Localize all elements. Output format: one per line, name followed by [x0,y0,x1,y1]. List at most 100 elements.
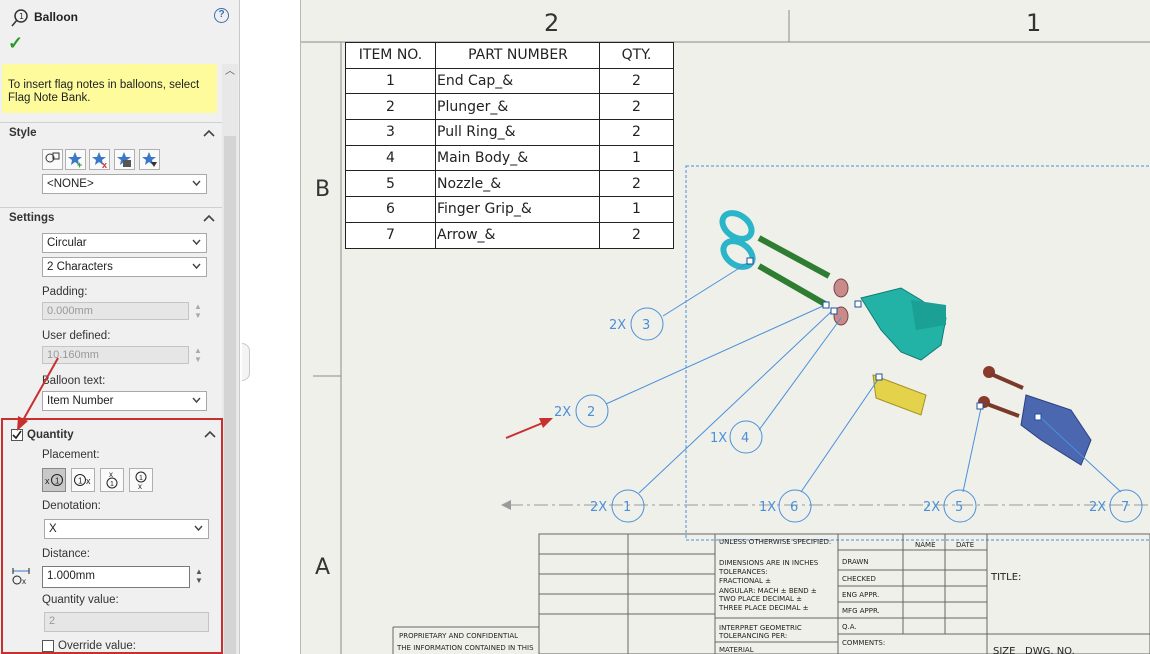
balloon-num: 1 [623,500,631,515]
drawing-sheet[interactable]: 2 1 B A [301,0,1150,654]
user-defined-field[interactable]: 10.160mm [42,346,189,364]
balloon-text-dropdown[interactable]: Item Number [42,391,207,411]
override-checkbox[interactable] [42,640,54,652]
bom-part: Pull Ring_& [435,119,600,146]
denotation-dropdown[interactable]: X [44,519,209,539]
distance-icon: x [12,568,30,586]
bom-part: End Cap_& [435,67,600,95]
balloon-7[interactable]: 2X 7 [1089,489,1143,523]
tb-dims: DIMENSIONS ARE IN INCHES [719,559,819,567]
bom-qty: 1 [599,144,674,172]
delete-style-button[interactable]: x [89,149,110,170]
balloon-6[interactable]: 1X 6 [759,489,812,523]
tb-size: SIZE [993,646,1015,654]
panel-splitter [240,0,302,654]
tb-drawn: DRAWN [842,558,869,566]
help-icon[interactable]: ? [214,8,229,23]
balloon-4[interactable]: 1X 4 [710,420,763,454]
save-style-button[interactable] [114,149,135,170]
tb-tol: TOLERANCES: [718,568,768,576]
pm-title: Balloon [34,10,78,24]
svg-text:x: x [22,577,26,586]
panel-scrollbar[interactable]: ︿ [222,64,238,654]
bom-qty: 2 [599,170,674,198]
tb-date: DATE [956,541,974,549]
tb-tolper: TOLERANCING PER: [718,632,787,640]
exploded-model[interactable] [718,208,1092,466]
bom-part: Finger Grip_& [435,196,600,223]
padding-field[interactable]: 0.000mm [42,302,189,320]
ok-check-button[interactable]: ✓ [8,33,24,53]
balloon-1[interactable]: 2X 1 [590,489,645,523]
quantity-value-field[interactable]: 2 [44,612,209,632]
load-style-button[interactable] [139,149,160,170]
balloon-text-label: Balloon text: [42,375,106,387]
balloon-num: 6 [790,500,798,515]
scroll-up-icon[interactable]: ︿ [225,66,235,77]
settings-title: Settings [9,212,55,224]
balloon-num: 4 [741,431,749,446]
balloon-qty: 2X [590,500,607,515]
svg-text:x: x [138,482,142,491]
shape-dropdown[interactable]: Circular [42,233,207,253]
chevron-down-icon [192,239,201,246]
size-value: 2 Characters [47,261,113,273]
bom-part: Main Body_& [435,144,600,172]
balloon-icon: 1 [11,9,28,27]
tb-material: MATERIAL [719,646,754,654]
bom-item: 7 [345,221,436,249]
collapse-icon[interactable] [204,429,216,441]
settings-section: Settings Circular 2 Characters Padding: … [0,207,222,417]
splitter-grip[interactable] [242,343,250,381]
drawing-graphics: 2 1 B A [301,9,1150,654]
chevron-down-icon [194,525,203,532]
collapse-icon[interactable] [203,213,215,225]
padding-spinner[interactable]: ▲▼ [194,302,202,320]
balloon-qty: 2X [923,500,940,515]
apply-style-button[interactable] [42,149,63,170]
balloon-qty: 1X [759,500,776,515]
load-style-icon [142,152,157,167]
svg-text:1: 1 [19,12,24,21]
add-style-button[interactable]: + [65,149,86,170]
bom-item: 3 [345,119,436,146]
style-dropdown[interactable]: <NONE> [42,174,207,194]
balloon-2[interactable]: 2X 2 [554,394,609,428]
distance-spinner[interactable]: ▲▼ [195,567,203,585]
chevron-down-icon [192,263,201,270]
style-title: Style [9,127,37,139]
svg-text:1: 1 [110,481,114,488]
quantity-checkbox[interactable] [11,429,23,441]
balloon-num: 2 [587,405,595,420]
style-dropdown-value: <NONE> [47,178,94,190]
balloon-3[interactable]: 2X 3 [609,307,664,341]
annotation-arrow-icon [505,418,553,439]
distance-field[interactable]: 1.000mm [42,566,190,588]
size-dropdown[interactable]: 2 Characters [42,257,207,277]
svg-text:+: + [77,160,82,169]
balloon-5[interactable]: 2X 5 [923,489,977,523]
user-defined-spinner[interactable]: ▲▼ [194,346,202,364]
zone-top-2: 2 [544,9,559,37]
save-style-icon [117,152,131,167]
balloon-num: 3 [642,318,650,333]
scroll-thumb[interactable] [224,136,236,654]
check-icon [12,430,22,440]
svg-text:1: 1 [78,477,83,486]
override-label: Override value: [58,640,136,652]
collapse-icon[interactable] [203,128,215,140]
svg-text:x: x [109,470,113,479]
